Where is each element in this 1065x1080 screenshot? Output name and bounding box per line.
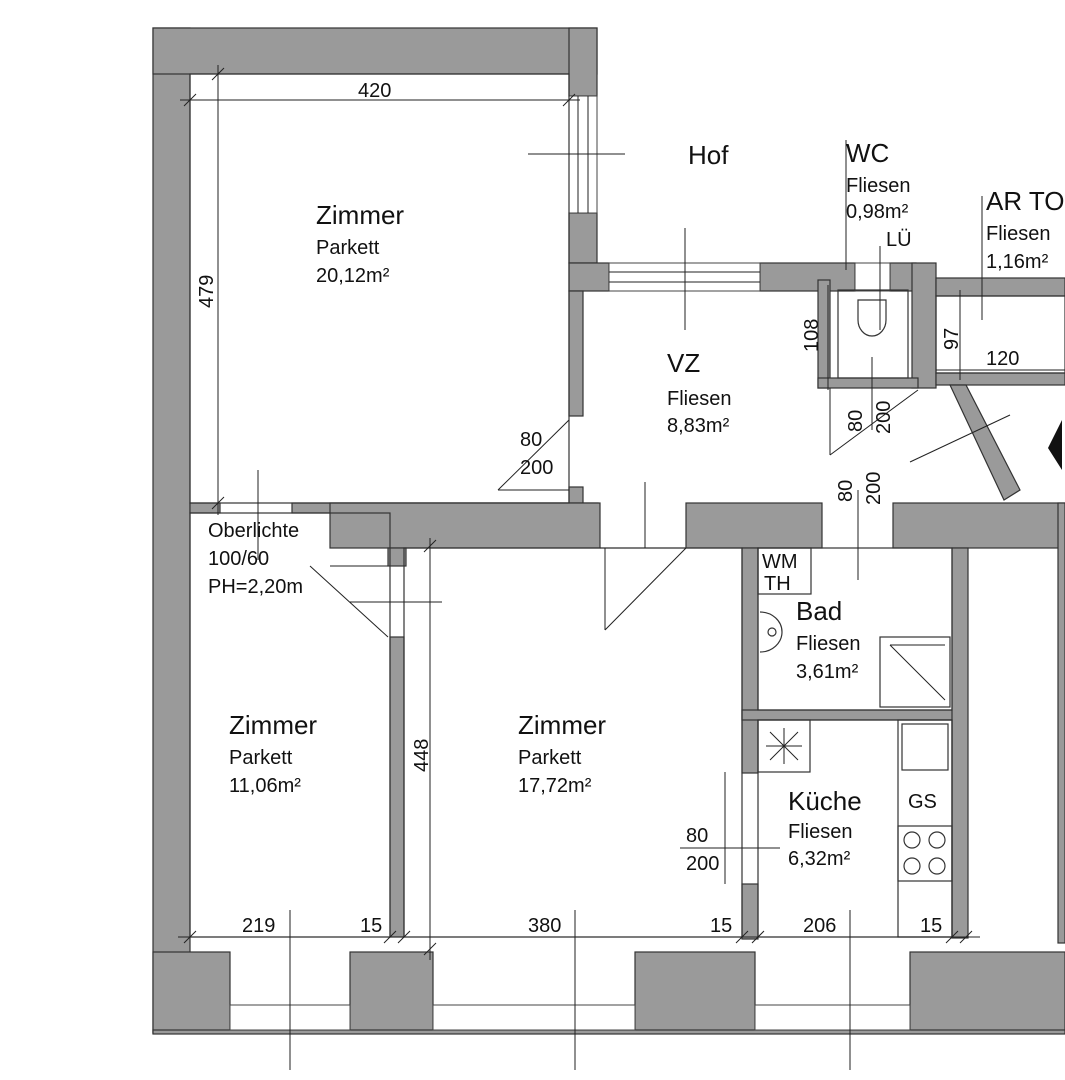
door-wc-width: 80 [845,410,867,432]
door-wc-height: 200 [873,401,895,434]
door-bad-width: 80 [835,480,857,502]
dim-mid-pier: 15 [710,915,732,937]
walls [152,27,1065,1035]
room-area-zimmer-left: 11,06m² [229,775,301,797]
room-name-zimmer-left: Zimmer [229,710,317,740]
room-area-zimmer-top: 20,12m² [316,265,390,287]
dimension-lines [178,65,1065,960]
dim-ar-depth: 97 [941,328,963,350]
room-floor-ar: Fliesen [986,223,1050,245]
oberlichte-line3: PH=2,20m [208,576,303,598]
room-area-kueche: 6,32m² [788,848,851,870]
room-floor-zimmer-left: Parkett [229,747,293,769]
dim-mid-width: 380 [528,915,561,937]
room-name-ar: AR TO [986,186,1065,216]
dim-kitchen-pier: 15 [920,915,942,937]
oberlichte-line1: Oberlichte [208,520,299,542]
wc-ventilation-label: LÜ [886,229,912,251]
dim-top-height: 479 [196,275,218,308]
room-area-wc: 0,98m² [846,201,909,223]
dim-mid-height: 448 [411,739,433,772]
room-floor-wc: Fliesen [846,175,910,197]
labels: Zimmer Parkett 20,12m² Hof WC Fliesen 0,… [196,80,1065,937]
room-name-bad: Bad [796,596,842,626]
fixtures [189,73,1065,1070]
room-name-vz: VZ [667,348,700,378]
room-floor-kueche: Fliesen [788,821,852,843]
dim-wc-depth: 108 [801,319,823,352]
dim-top-width: 420 [358,80,391,102]
room-floor-zimmer-mid: Parkett [518,747,582,769]
door-zimmer-vz-width: 80 [520,429,542,451]
room-area-ar: 1,16m² [986,251,1049,273]
bad-wm-label: WM [762,551,798,573]
kitchen-stove-label: GS [908,791,937,813]
dim-kitchen-width: 206 [803,915,836,937]
room-name-zimmer-mid: Zimmer [518,710,606,740]
door-kueche-width: 80 [686,825,708,847]
room-name-kueche: Küche [788,786,862,816]
room-name-zimmer-top: Zimmer [316,200,404,230]
room-floor-vz: Fliesen [667,388,731,410]
door-kueche-height: 200 [686,853,719,875]
oberlichte-line2: 100/60 [208,548,269,570]
room-floor-bad: Fliesen [796,633,860,655]
room-name-wc: WC [846,138,889,168]
room-area-bad: 3,61m² [796,661,859,683]
room-area-vz: 8,83m² [667,415,730,437]
room-area-zimmer-mid: 17,72m² [518,775,592,797]
room-floor-zimmer-top: Parkett [316,237,380,259]
dim-ar-width: 120 [986,348,1019,370]
dim-left-pier: 15 [360,915,382,937]
dim-left-width: 219 [242,915,275,937]
hof-label: Hof [688,140,729,170]
bad-th-label: TH [764,573,791,595]
door-zimmer-vz-height: 200 [520,457,553,479]
door-bad-height: 200 [863,472,885,505]
